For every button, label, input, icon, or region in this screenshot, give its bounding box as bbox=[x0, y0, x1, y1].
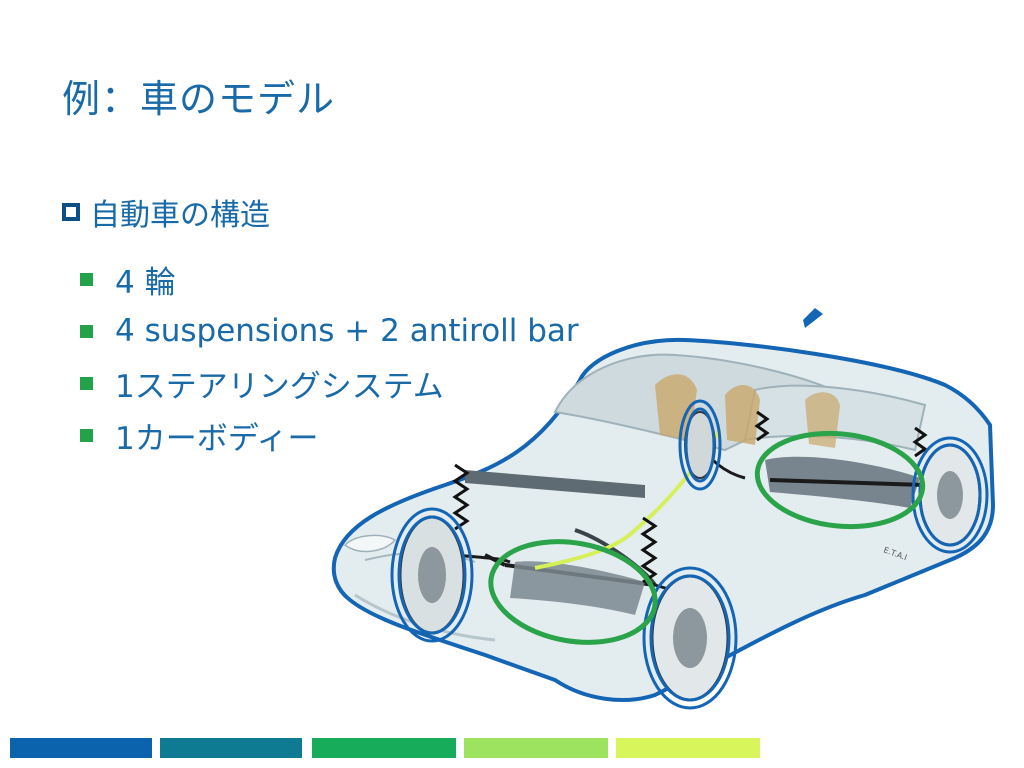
car-body bbox=[331, 308, 996, 702]
wheels bbox=[398, 411, 982, 702]
car-chassis-illustration: E.T.A.I bbox=[331, 308, 996, 710]
bullet-text: 4 suspensions + 2 antiroll bar bbox=[115, 313, 579, 349]
slide-title: 例：車のモデル bbox=[62, 77, 336, 121]
bullet-list: 4 輪 4 suspensions + 2 antiroll bar 1ステアリ… bbox=[80, 253, 579, 461]
footer-bar-segment-3 bbox=[312, 738, 456, 758]
bullet-text: 1カーボディー bbox=[115, 420, 319, 457]
section-heading: 自動車の構造 bbox=[62, 190, 270, 234]
footer-bar-segment-5 bbox=[616, 738, 760, 758]
footer-bar-segment-4 bbox=[464, 738, 608, 758]
wheel-highlight-circles bbox=[390, 399, 989, 710]
bullet-text: 1ステアリングシステム bbox=[115, 368, 444, 405]
section-heading-text: 自動車の構造 bbox=[90, 198, 270, 233]
suspension-springs bbox=[452, 410, 928, 584]
square-outline-bullet-icon bbox=[62, 203, 80, 221]
green-square-bullet-icon bbox=[80, 376, 93, 390]
bullet-item-body: 1カーボディー bbox=[80, 409, 579, 461]
bullet-text: 4 輪 bbox=[115, 264, 176, 301]
bullet-item-wheels: 4 輪 bbox=[80, 253, 579, 305]
footer-bar-segment-2 bbox=[160, 738, 302, 758]
chassis-frame bbox=[454, 428, 926, 615]
green-square-bullet-icon bbox=[80, 428, 93, 442]
bullet-item-suspensions: 4 suspensions + 2 antiroll bar bbox=[80, 305, 579, 357]
green-square-bullet-icon bbox=[80, 324, 93, 338]
bullet-item-steering: 1ステアリングシステム bbox=[80, 357, 579, 409]
antiroll-bar-highlight-ellipses bbox=[488, 430, 926, 645]
green-square-bullet-icon bbox=[80, 272, 93, 286]
footer-bar-segment-1 bbox=[10, 738, 152, 758]
